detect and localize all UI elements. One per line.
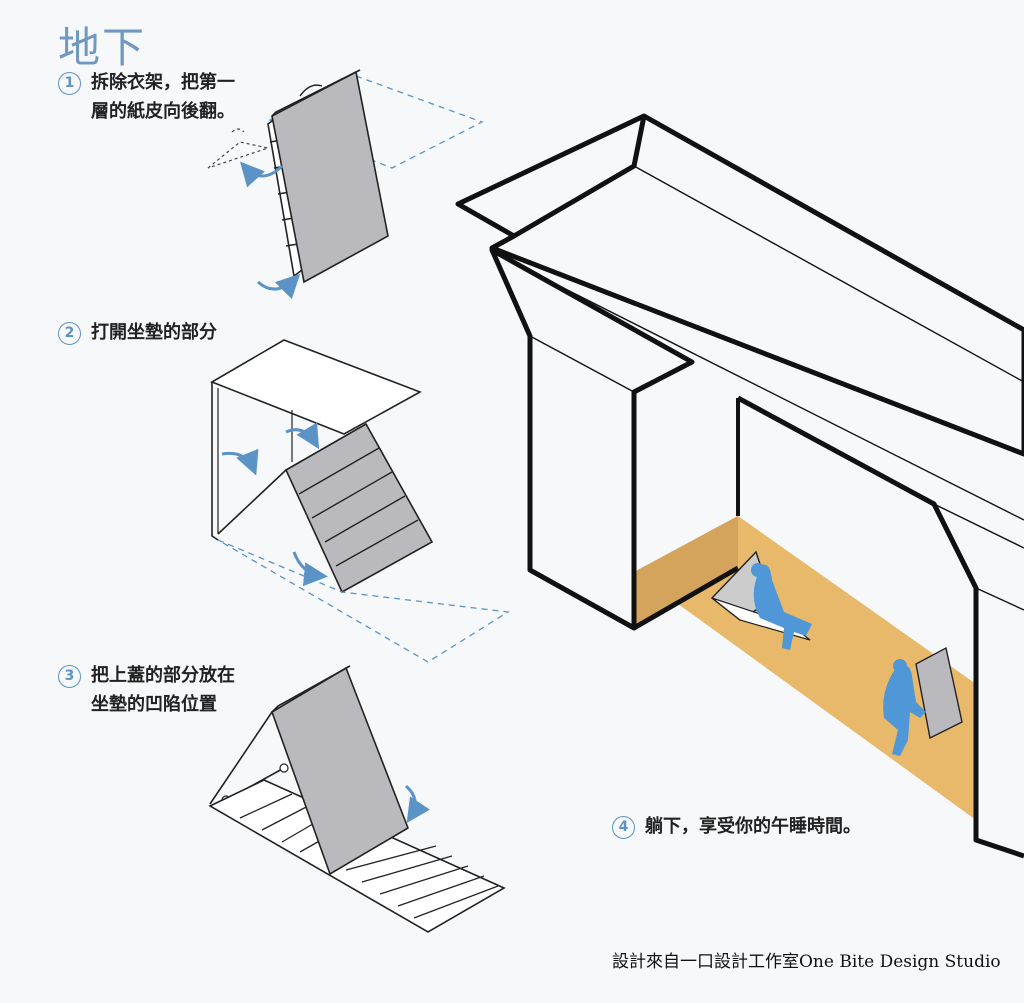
sitting-person-figure (883, 646, 963, 756)
unfold-arrow-icon (221, 448, 259, 476)
step-4-number: 4 (612, 816, 635, 839)
step-1-text-line1: 拆除衣架，把第一 (91, 72, 235, 93)
step-1: 1 拆除衣架，把第一 層的紙皮向後翻。 (58, 68, 235, 126)
removed-hanger-icon (207, 128, 271, 169)
unfold-arrow-icon-2 (285, 422, 320, 450)
rotate-arrow-icon-2 (257, 273, 301, 300)
page-title: 地下 (58, 23, 147, 72)
step-2-number: 2 (58, 322, 81, 345)
reclining-person-figure (710, 550, 812, 650)
top-lid (210, 339, 422, 435)
step-2: 2 打開坐墊的部分 (58, 318, 217, 347)
place-arrow-icon (404, 784, 430, 823)
step-2-diagram (210, 339, 510, 663)
step-1-number: 1 (58, 72, 81, 95)
step-3-text-line2: 坐墊的凹陷位置 (91, 694, 217, 715)
step-1-text-line2: 層的紙皮向後翻。 (91, 101, 235, 122)
seat-outline-dashed (217, 539, 510, 663)
rotate-arrow-icon (239, 161, 284, 188)
underpass-scene (455, 113, 1024, 859)
seat-panel (284, 422, 434, 594)
hanger-icon (299, 84, 323, 97)
step-1-diagram (207, 69, 484, 300)
step-3-number: 3 (58, 665, 81, 688)
step-3: 3 把上蓋的部分放在 坐墊的凹陷位置 (58, 661, 235, 719)
step-4-text-line1: 躺下，享受你的午睡時間。 (645, 816, 861, 837)
step-3-text-line1: 把上蓋的部分放在 (91, 665, 235, 686)
step-4: 4 躺下，享受你的午睡時間。 (612, 812, 861, 841)
step-2-text-line1: 打開坐墊的部分 (91, 322, 217, 343)
unfold-arrow-icon-3 (292, 551, 328, 587)
step-3-diagram (208, 665, 506, 933)
studio-credit: 設計來自一口設計工作室One Bite Design Studio (612, 952, 1001, 972)
